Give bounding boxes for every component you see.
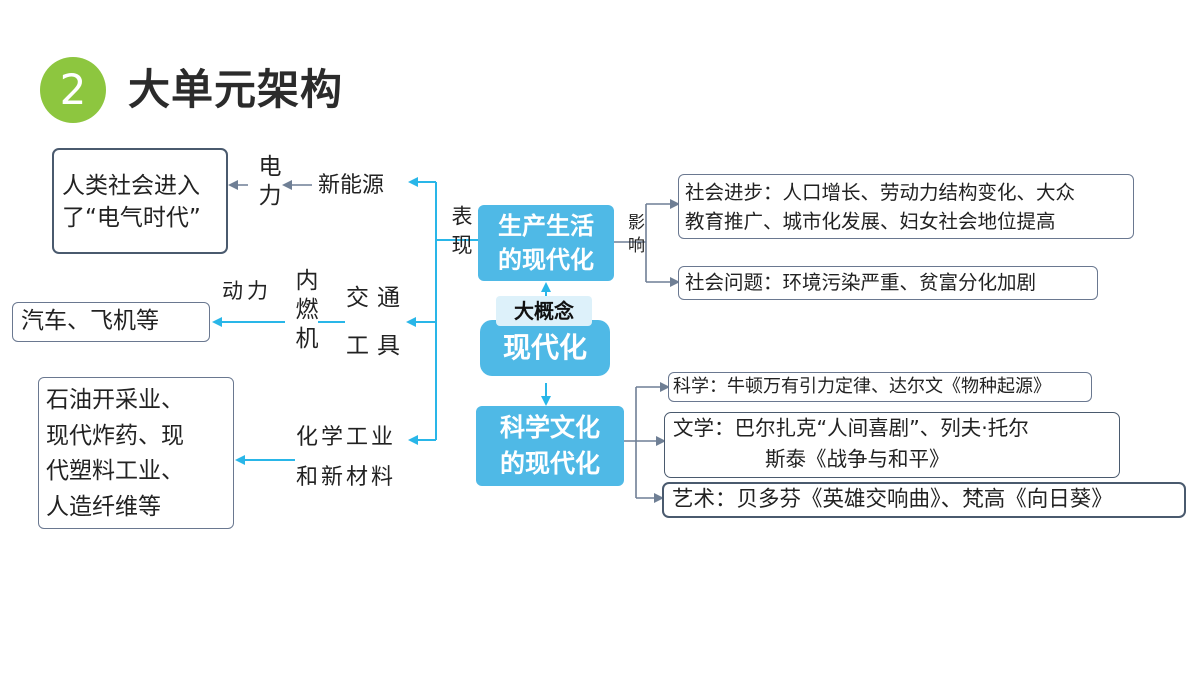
biaoxian-label: 表现 [449, 205, 473, 263]
chemical-label-2: 和新材料 [296, 465, 397, 490]
science-culture-node: 科学文化 的现代化 [476, 406, 624, 486]
social-problems-box: 社会问题：环境污染严重、贫富分化加剧 [678, 266, 1098, 300]
transport-label-2: 工具 [346, 333, 408, 359]
production-node: 生产生活 的现代化 [478, 205, 614, 281]
transport-label-1: 交通 [346, 285, 408, 311]
cars-box: 汽车、飞机等 [12, 302, 210, 342]
electric-age-box: 人类社会进入 了“电气时代” [52, 148, 228, 254]
power-label: 动力 [222, 279, 272, 303]
cars-text: 汽车、飞机等 [21, 308, 159, 334]
yingxiang-label: 影响 [624, 213, 644, 259]
electric-age-text: 人类社会进入 了“电气时代” [62, 173, 201, 231]
art-text: 艺术：贝多芬《英雄交响曲》、梵高《向日葵》 [672, 487, 1113, 512]
social-problems-text: 社会问题：环境污染严重、贫富分化加剧 [685, 271, 1037, 294]
chemical-box: 石油开采业、 现代炸药、现 代塑料工业、 人造纤维等 [38, 377, 234, 529]
new-energy-label: 新能源 [318, 173, 385, 198]
section-number-badge: 2 [40, 57, 106, 123]
page-title: 大单元架构 [128, 65, 344, 114]
literature-box: 文学：巴尔扎克“人间喜剧”、列夫·托尔 斯泰《战争与和平》 [664, 412, 1120, 478]
science-box: 科学：牛顿万有引力定律、达尔文《物种起源》 [668, 372, 1092, 402]
engine-label: 内燃机 [291, 268, 317, 355]
literature-text-1: 文学：巴尔扎克“人间喜剧”、列夫·托尔 [673, 416, 1029, 440]
science-text: 科学：牛顿万有引力定律、达尔文《物种起源》 [673, 376, 1051, 397]
big-concept-tag: 大概念 [496, 296, 592, 326]
social-progress-box: 社会进步：人口增长、劳动力结构变化、大众 教育推广、城市化发展、妇女社会地位提高 [678, 174, 1134, 239]
concept-node: 现代化 [480, 320, 610, 376]
art-box: 艺术：贝多芬《英雄交响曲》、梵高《向日葵》 [662, 482, 1186, 518]
electric-label: 电力 [254, 154, 280, 212]
chemical-text: 石油开采业、 现代炸药、现 代塑料工业、 人造纤维等 [46, 387, 184, 520]
literature-text-2: 斯泰《战争与和平》 [765, 447, 950, 471]
social-progress-text: 社会进步：人口增长、劳动力结构变化、大众 教育推广、城市化发展、妇女社会地位提高 [685, 181, 1076, 233]
chemical-label-1: 化学工业 [296, 425, 397, 450]
